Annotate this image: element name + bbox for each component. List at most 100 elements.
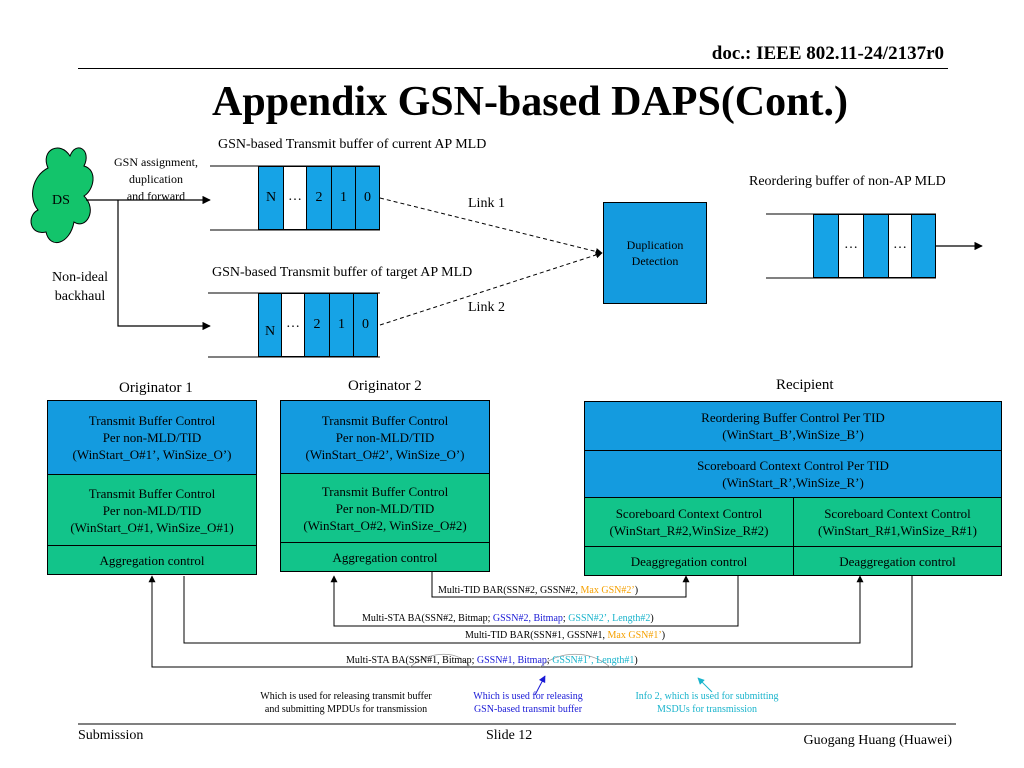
scc-line1: Scoreboard Context Control Per TID [697, 458, 889, 473]
originator2-tx-control-b: Transmit Buffer Control Per non-MLD/TID … [280, 473, 490, 543]
ann-blue-line2: GSN-based transmit buffer [473, 704, 583, 715]
m3-c: ) [661, 630, 666, 641]
ann-black-line1: Which is used for releasing transmit buf… [260, 691, 432, 702]
current-cell-0: 0 [355, 166, 380, 230]
ann-cyan-line1: Info 2, which is used for submitting [635, 691, 779, 702]
o2b-line2: Per non-MLD/TID [335, 500, 435, 516]
m1-b: Max GSN#2’ [580, 585, 635, 596]
reorder-cell-2-text: … [844, 237, 858, 252]
m4-a: Multi-STA BA(SSN#1, Bitmap; [346, 655, 477, 666]
gsn-note-line1: GSN assignment, [114, 155, 198, 169]
scoreboard-context-left: Scoreboard Context Control (WinStart_R#2… [584, 497, 794, 547]
o2a-line3: (WinStart_O#2’, WinSize_O’) [305, 446, 465, 462]
rbc-line1: Reordering Buffer Control Per TID [701, 410, 885, 425]
reorder-buffer-label: Reordering buffer of non-AP MLD [749, 174, 946, 189]
message-multi-tid-bar-1: Multi-TID BAR(SSN#1, GSSN#1, Max GSN#1’) [465, 628, 665, 643]
slide-title: Appendix GSN-based DAPS(Cont.) [212, 79, 848, 125]
reorder-buffer-control: Reordering Buffer Control Per TID (WinSt… [584, 401, 1002, 451]
m1-c: ) [634, 585, 639, 596]
o1a-line3: (WinStart_O#1’, WinSize_O’) [72, 447, 232, 462]
gsn-assignment-note: GSN assignment, duplication and forward [100, 154, 212, 205]
gsn-note-line3: and forward [126, 189, 186, 203]
m1-a: Multi-TID BAR(SSN#2, GSSN#2, [438, 585, 581, 596]
current-cell-ellipsis-text: … [288, 189, 302, 204]
originator2-label: Originator 2 [348, 378, 422, 394]
backhaul-line2: backhaul [54, 289, 106, 304]
m4-b: GSSN#1, Bitmap [476, 655, 547, 666]
scl-line2: (WinStart_R#2,WinSize_R#2) [609, 523, 769, 538]
o1b-line1: Transmit Buffer Control [88, 485, 216, 501]
m2-b: GSSN#2, Bitmap [492, 613, 563, 624]
current-cell-2: 2 [306, 166, 332, 230]
originator1-tx-control-b: Transmit Buffer Control Per non-MLD/TID … [47, 474, 257, 546]
message-multi-sta-ba-2: Multi-STA BA(SSN#2, Bitmap; GSSN#2, Bitm… [362, 611, 654, 626]
scr-line1: Scoreboard Context Control [824, 506, 971, 521]
target-buffer-label: GSN-based Transmit buffer of target AP M… [212, 265, 473, 280]
target-cell-ellipsis-text: … [286, 316, 300, 331]
scc-line2: (WinStart_R’,WinSize_R’) [722, 475, 864, 490]
ann-blue-line1: Which is used for releasing [473, 691, 583, 702]
m2-c: ; [562, 613, 569, 624]
backhaul-line1: Non-ideal [52, 270, 108, 285]
m2-d: GSSN#2’, Length#2 [568, 613, 651, 624]
m4-d: GSSN#1’, Length#1 [552, 655, 635, 666]
scoreboard-context-right: Scoreboard Context Control (WinStart_R#1… [793, 497, 1002, 547]
reorder-cell-5 [911, 214, 936, 278]
duplication-detection-box: Duplication Detection [603, 202, 707, 304]
ds-label: DS [52, 193, 70, 208]
m3-b: Max GSN#1’ [607, 630, 662, 641]
reorder-cell-1 [813, 214, 839, 278]
scoreboard-context-control: Scoreboard Context Control Per TID (WinS… [584, 450, 1002, 498]
doc-id: doc.: IEEE 802.11-24/2137r0 [711, 43, 944, 64]
current-buffer-label: GSN-based Transmit buffer of current AP … [218, 137, 487, 152]
originator1-tx-control-a: Transmit Buffer Control Per non-MLD/TID … [47, 400, 257, 475]
reorder-cell-4: … [888, 214, 912, 278]
current-cell-1: 1 [331, 166, 356, 230]
o1a-line2: Per non-MLD/TID [102, 430, 202, 445]
rbc-line2: (WinStart_B’,WinSize_B’) [722, 427, 864, 442]
scr-line2: (WinStart_R#1,WinSize_R#1) [818, 523, 977, 538]
header-rule [78, 68, 948, 69]
target-cell-2: 2 [304, 293, 330, 357]
ann-black-line2: and submitting MPDUs for transmission [264, 704, 428, 715]
m2-e: ) [650, 613, 654, 624]
reorder-cell-2: … [838, 214, 864, 278]
scl-line1: Scoreboard Context Control [615, 506, 763, 521]
annotation-black: Which is used for releasing transmit buf… [236, 690, 456, 716]
ds-cloud [30, 147, 94, 244]
o1a-line1: Transmit Buffer Control [88, 413, 216, 428]
o2b-line1: Transmit Buffer Control [321, 483, 449, 499]
backhaul-label: Non-ideal backhaul [38, 268, 122, 306]
m4-e: ) [634, 655, 638, 666]
message-multi-tid-bar-2: Multi-TID BAR(SSN#2, GSSN#2, Max GSN#2’) [438, 583, 638, 598]
annotation-cyan: Info 2, which is used for submitting MSD… [612, 690, 802, 716]
o2a-line1: Transmit Buffer Control [321, 412, 449, 428]
gsn-note-line2: duplication [129, 172, 183, 186]
dup-line2: Detection [631, 254, 679, 268]
current-cell-n: N [258, 166, 284, 230]
o1b-line2: Per non-MLD/TID [102, 502, 202, 518]
target-cell-ellipsis: … [281, 293, 305, 357]
originator1-aggregation: Aggregation control [47, 545, 257, 575]
annotation-blue: Which is used for releasing GSN-based tr… [456, 690, 600, 716]
target-cell-1: 1 [329, 293, 354, 357]
reorder-cell-3 [863, 214, 889, 278]
recipient-label: Recipient [776, 377, 834, 393]
m3-a: Multi-TID BAR(SSN#1, GSSN#1, [465, 630, 608, 641]
reorder-cell-4-text: … [893, 237, 907, 252]
target-cell-0: 0 [353, 293, 378, 357]
deaggregation-left: Deaggregation control [584, 546, 794, 576]
link2-label: Link 2 [468, 300, 505, 315]
dup-line1: Duplication [626, 238, 684, 252]
link1-label: Link 1 [468, 196, 505, 211]
originator1-label: Originator 1 [119, 380, 193, 396]
message-multi-sta-ba-1: Multi-STA BA(SSN#1, Bitmap; GSSN#1, Bitm… [346, 653, 638, 668]
footer-slide-number: Slide 12 [486, 728, 533, 743]
o2b-line3: (WinStart_O#2, WinSize_O#2) [303, 517, 467, 533]
m2-a: Multi-STA BA(SSN#2, Bitmap; [362, 613, 493, 624]
target-cell-n: N [258, 293, 282, 357]
footer-author: Guogang Huang (Huawei) [803, 733, 952, 748]
ann-cyan-line2: MSDUs for transmission [656, 704, 757, 715]
m4-c: ; [546, 655, 553, 666]
originator2-aggregation: Aggregation control [280, 542, 490, 572]
